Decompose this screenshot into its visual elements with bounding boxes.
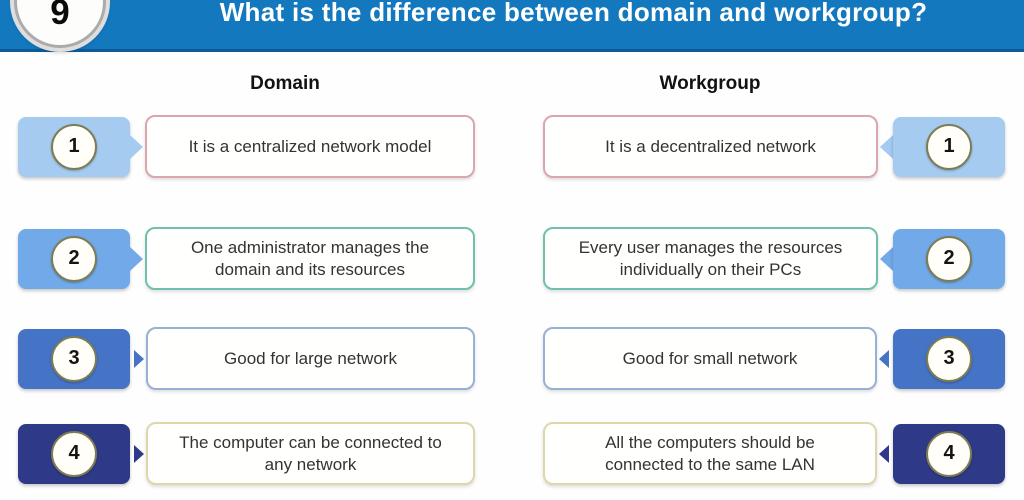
row-3-number-circle: 3 bbox=[51, 335, 97, 382]
row-2-number: 2 bbox=[68, 247, 80, 269]
workgroup-fact-text-3: Good for small network bbox=[622, 348, 798, 368]
domain-row-3: 3 Good for large network bbox=[18, 327, 475, 390]
row-3-number: 3 bbox=[68, 347, 80, 369]
page-title: What is the difference between domain an… bbox=[219, 0, 928, 27]
workgroup-fact-box-4: All the computers should be connected to… bbox=[543, 422, 877, 485]
domain-row-1: 1 It is a centralized network model bbox=[18, 115, 475, 178]
slide-number: 9 bbox=[50, 0, 70, 32]
domain-fact-box-2: One administrator manages the domain and… bbox=[145, 227, 475, 290]
arrow-left-icon bbox=[879, 444, 889, 463]
domain-fact-text-1: It is a centralized network model bbox=[188, 136, 432, 156]
row-3-number-circle-right: 3 bbox=[926, 335, 972, 382]
domain-row-4: 4 The computer can be connected to any n… bbox=[18, 422, 475, 485]
row-4-number-circle-right: 4 bbox=[926, 430, 972, 477]
row-2-number-tab: 2 bbox=[18, 228, 130, 289]
domain-fact-text-3: Good for large network bbox=[224, 348, 397, 368]
row-2-number-tab-right: 2 bbox=[893, 228, 1005, 289]
workgroup-fact-box-1: It is a decentralized network bbox=[543, 115, 878, 178]
domain-row-2: 2 One administrator manages the domain a… bbox=[18, 227, 475, 290]
arrow-left-icon bbox=[879, 349, 889, 368]
column-header-domain: Domain bbox=[250, 73, 320, 94]
arrow-right-icon bbox=[134, 349, 144, 368]
row-1-number: 1 bbox=[68, 135, 80, 157]
arrow-right-icon bbox=[130, 246, 143, 271]
arrow-right-icon bbox=[134, 444, 144, 463]
arrow-left-icon bbox=[880, 246, 893, 271]
row-3-number-tab: 3 bbox=[18, 328, 130, 389]
row-3-number-right: 3 bbox=[943, 347, 955, 369]
workgroup-row-4: All the computers should be connected to… bbox=[543, 422, 1005, 485]
domain-fact-box-3: Good for large network bbox=[146, 327, 475, 390]
workgroup-fact-text-1: It is a decentralized network bbox=[605, 136, 816, 156]
row-3-number-tab-right: 3 bbox=[893, 328, 1005, 389]
row-1-number-tab-right: 1 bbox=[893, 116, 1005, 177]
row-2-number-circle: 2 bbox=[51, 235, 97, 282]
row-4-number: 4 bbox=[68, 442, 80, 464]
row-1-number-circle: 1 bbox=[51, 123, 97, 170]
domain-fact-box-1: It is a centralized network model bbox=[145, 115, 475, 178]
row-1-number-right: 1 bbox=[943, 135, 955, 157]
row-4-number-circle: 4 bbox=[51, 430, 97, 477]
row-2-number-right: 2 bbox=[943, 247, 955, 269]
workgroup-fact-box-3: Good for small network bbox=[543, 327, 877, 390]
row-4-number-tab-right: 4 bbox=[893, 423, 1005, 484]
workgroup-row-2: Every user manages the resources individ… bbox=[543, 227, 1005, 290]
row-2-number-circle-right: 2 bbox=[926, 235, 972, 282]
row-1-number-tab: 1 bbox=[18, 116, 130, 177]
workgroup-fact-box-2: Every user manages the resources individ… bbox=[543, 227, 878, 290]
row-4-number-tab: 4 bbox=[18, 423, 130, 484]
domain-fact-text-2: One administrator manages the domain and… bbox=[190, 238, 430, 279]
arrow-right-icon bbox=[130, 134, 143, 159]
header-bar: What is the difference between domain an… bbox=[0, 0, 1024, 52]
workgroup-fact-text-2: Every user manages the resources individ… bbox=[578, 238, 843, 279]
domain-fact-text-4: The computer can be connected to any net… bbox=[179, 433, 442, 474]
column-header-workgroup: Workgroup bbox=[659, 73, 761, 94]
arrow-left-icon bbox=[880, 134, 893, 159]
row-4-number-right: 4 bbox=[943, 442, 955, 464]
row-1-number-circle-right: 1 bbox=[926, 123, 972, 170]
workgroup-fact-text-4: All the computers should be connected to… bbox=[605, 433, 815, 474]
domain-fact-box-4: The computer can be connected to any net… bbox=[146, 422, 475, 485]
workgroup-row-3: Good for small network 3 bbox=[543, 327, 1005, 390]
workgroup-row-1: It is a decentralized network 1 bbox=[543, 115, 1005, 178]
